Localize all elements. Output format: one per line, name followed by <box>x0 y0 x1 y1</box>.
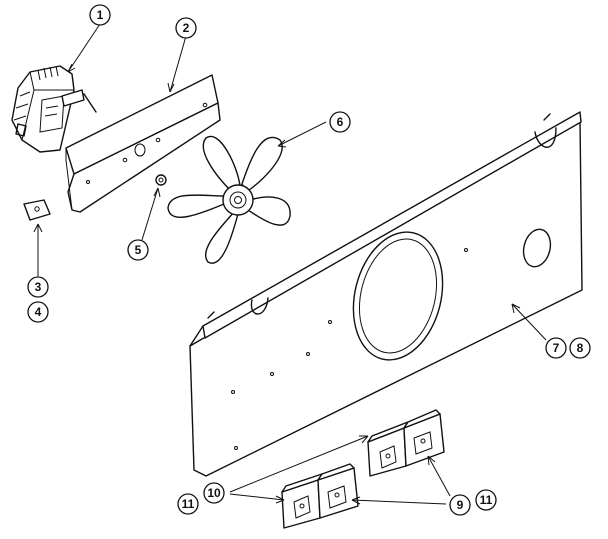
callout-5-label: 5 <box>135 243 142 257</box>
callout-2-label: 2 <box>183 21 190 35</box>
back-panel-part <box>189 111 583 477</box>
fan-blade-part <box>167 135 291 264</box>
clip-part <box>23 199 51 221</box>
leader-lines <box>33 23 547 505</box>
callout-9: 9 <box>449 494 471 516</box>
callout-10-label: 10 <box>207 486 221 500</box>
callout-8: 8 <box>569 337 591 359</box>
callout-9-label: 9 <box>457 498 464 512</box>
callout-11-right-label: 11 <box>480 493 493 507</box>
callout-1-label: 1 <box>97 8 104 22</box>
callout-11-right: 11 <box>475 489 497 511</box>
callout-5: 5 <box>127 239 149 261</box>
callout-8-label: 8 <box>577 341 584 355</box>
callout-3-label: 3 <box>35 280 42 294</box>
motor-part <box>11 65 97 153</box>
callout-3: 3 <box>27 276 49 298</box>
callout-6: 6 <box>329 111 351 133</box>
motor-bracket-part <box>65 74 221 213</box>
callout-1: 1 <box>89 4 111 26</box>
callout-4: 4 <box>27 301 49 323</box>
callout-11-left: 11 <box>177 493 199 515</box>
nut-part <box>155 174 167 186</box>
terminal-block-upper <box>367 409 445 477</box>
callout-11-left-label: 11 <box>182 497 195 511</box>
callout-4-label: 4 <box>35 305 42 319</box>
terminal-block-lower <box>281 463 359 529</box>
callout-7-label: 7 <box>553 341 560 355</box>
callout-10: 10 <box>203 482 225 504</box>
callout-2: 2 <box>175 17 197 39</box>
callout-7: 7 <box>545 337 567 359</box>
callout-6-label: 6 <box>337 115 344 129</box>
